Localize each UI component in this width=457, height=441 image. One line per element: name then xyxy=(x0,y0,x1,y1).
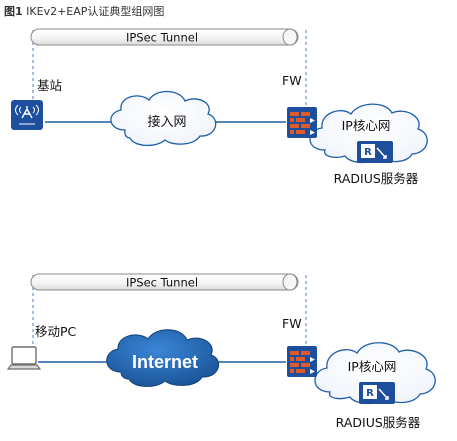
laptop-icon xyxy=(6,346,42,370)
base-station-icon xyxy=(11,100,43,130)
mobile-pc-label: 移动PC xyxy=(35,324,77,339)
radius-server-label: RADIUS服务器 xyxy=(336,415,421,430)
base-station-label: 基站 xyxy=(37,78,62,93)
svg-text:R: R xyxy=(364,147,372,158)
figure-title: 图1 IKEv2+EAP认证典型组网图 xyxy=(4,3,164,19)
core-network-cloud: IP核心网 xyxy=(309,103,428,164)
figure-caption: IKEv2+EAP认证典型组网图 xyxy=(26,5,165,18)
scenario-top: IPSec Tunnel 基站 接入网 IP核心网 xyxy=(11,28,428,186)
radius-server-icon: R xyxy=(357,141,393,163)
radius-server-icon: R xyxy=(359,382,395,404)
core-network-cloud: IP核心网 xyxy=(314,342,436,405)
tunnel-label: IPSec Tunnel xyxy=(126,276,198,290)
internet-cloud: Internet xyxy=(106,329,220,387)
radius-server-label: RADIUS服务器 xyxy=(334,171,419,186)
svg-text:R: R xyxy=(366,388,374,399)
core-network-label: IP核心网 xyxy=(348,359,397,374)
core-network-label: IP核心网 xyxy=(342,118,391,133)
firewall-label: FW xyxy=(282,316,302,331)
access-network-cloud: 接入网 xyxy=(110,90,217,147)
ipsec-tunnel: IPSec Tunnel xyxy=(30,28,299,46)
tunnel-label: IPSec Tunnel xyxy=(126,31,198,45)
access-network-label: 接入网 xyxy=(147,114,186,130)
ipsec-tunnel: IPSec Tunnel xyxy=(30,273,299,291)
figure-label: 图1 xyxy=(4,5,23,18)
scenario-bottom: IPSec Tunnel 移动PC Internet IP核心网 xyxy=(6,273,436,430)
internet-label: Internet xyxy=(132,352,198,372)
firewall-label: FW xyxy=(282,73,302,88)
firewall-icon xyxy=(287,107,317,138)
firewall-icon xyxy=(287,346,317,377)
